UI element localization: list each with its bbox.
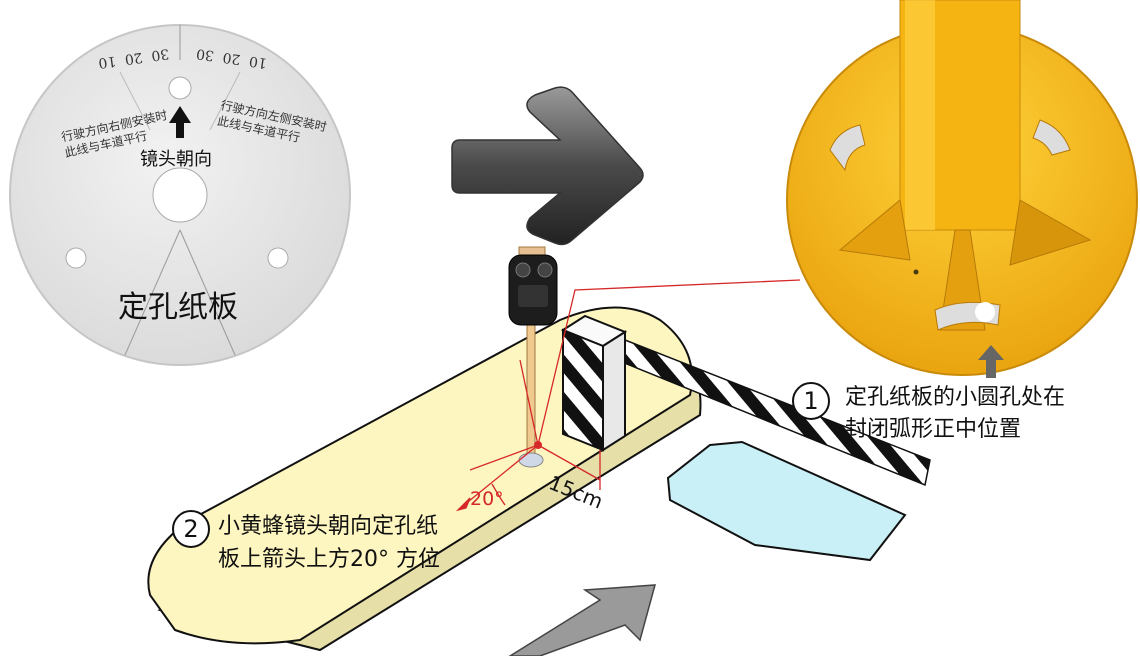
scale-right-10: 10 (248, 52, 269, 71)
right-hole (267, 247, 289, 269)
angle-label: 20° (470, 488, 504, 510)
measurement-lines (455, 279, 801, 512)
template-center-label: 镜头朝向 (140, 149, 212, 170)
right-guide-line (179, 229, 236, 356)
traffic-direction-arrow-icon (508, 584, 657, 656)
lane-marking (666, 440, 907, 562)
callout-2-line-2: 板上箭头上方20° 方位 (218, 547, 440, 572)
yellow-pole-base (786, 0, 1138, 378)
callout-1-number: 1 (792, 382, 830, 420)
callout-2-text: 小黄蜂镜头朝向定孔纸 板上箭头上方20° 方位 (218, 510, 440, 576)
callout-1-line-1: 定孔纸板的小圆孔处在 (845, 385, 1066, 410)
scale-right-20: 20 (221, 48, 242, 68)
callout-2-line-1: 小黄蜂镜头朝向定孔纸 (218, 514, 439, 539)
small-top-hole (168, 76, 192, 100)
left-guide-line (124, 229, 181, 356)
callout-1-line-2: 封闭弧形正中位置 (845, 417, 1022, 442)
right-arrow-icon (451, 86, 644, 246)
scale-left-30: 30 (150, 45, 171, 64)
arrow-up-icon (169, 106, 191, 138)
template-main-label: 定孔纸板 (118, 290, 238, 325)
scale-right-30: 30 (195, 45, 216, 64)
callout-2-number: 2 (172, 510, 210, 548)
camera-unit (508, 246, 558, 468)
barrier-gate (560, 314, 628, 452)
scale-left-10: 10 (97, 52, 118, 71)
pointer-arrow-icon (978, 345, 1004, 378)
center-hole (152, 167, 208, 223)
hole-template-disk (9, 24, 351, 366)
callout-1-text: 定孔纸板的小圆孔处在 封闭弧形正中位置 (845, 382, 1065, 446)
base-hole (975, 302, 995, 322)
left-hole (65, 247, 87, 269)
scale-left-20: 20 (123, 48, 144, 68)
